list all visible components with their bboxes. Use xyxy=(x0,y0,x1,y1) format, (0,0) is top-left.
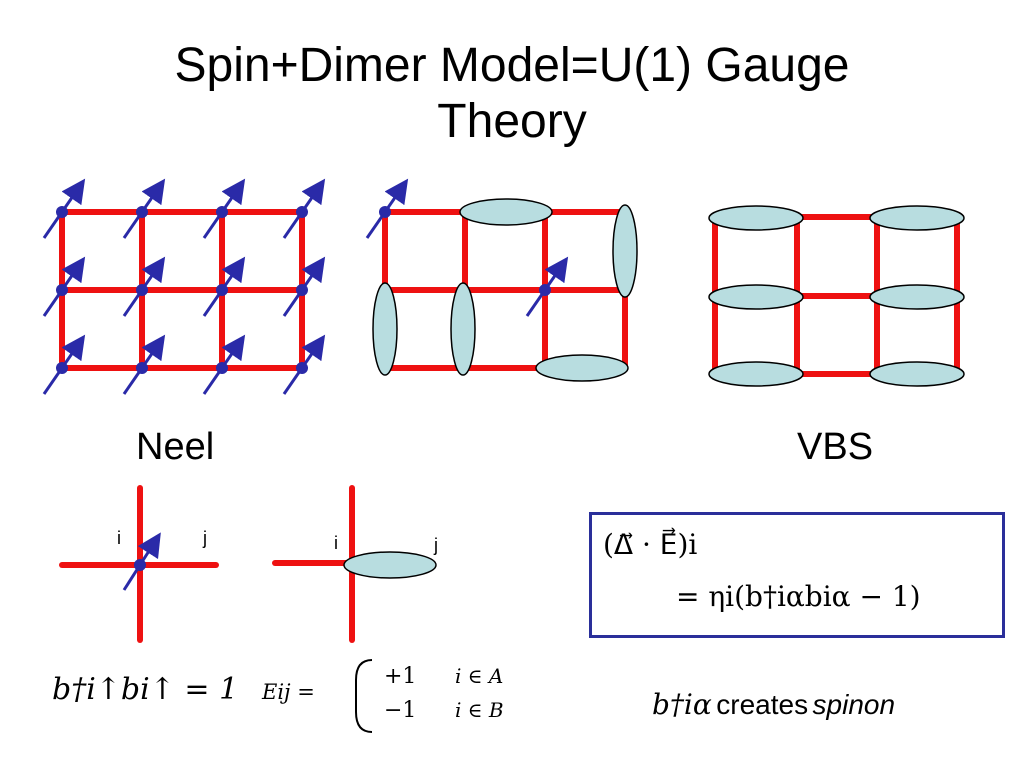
title-line-2: Theory xyxy=(437,95,587,148)
spin-site-dot xyxy=(134,559,146,571)
dimer-site-cross xyxy=(272,485,355,643)
dimer-site-ellipse xyxy=(343,551,437,579)
slide-title: Spin+Dimer Model=U(1) Gauge Theory xyxy=(0,38,1024,150)
vbs-label: VBS xyxy=(797,426,874,468)
site-j-label-1: j xyxy=(203,528,207,548)
neel-label: Neel xyxy=(136,426,215,468)
spinon-text: creates xyxy=(716,689,809,720)
eij-row1-condition: i ∈ A xyxy=(455,664,504,688)
gauss-law-line2: = ηi(b†iαbiα − 1) xyxy=(676,580,921,613)
spinon-emphasis: spinon xyxy=(812,689,896,720)
title-line-1: Spin+Dimer Model=U(1) Gauge xyxy=(174,39,850,92)
eij-row2-condition: i ∈ B xyxy=(455,698,504,722)
spinon-caption: b†iα creates spinon xyxy=(652,688,895,721)
site-i-label-2: i xyxy=(334,533,338,553)
eij-lhs: Eij = xyxy=(262,680,315,704)
site-j-label-2: j xyxy=(434,535,438,555)
eij-row2-value: −1 xyxy=(384,698,417,723)
eij-row1-value: +1 xyxy=(384,664,417,689)
mixed-sites xyxy=(379,206,551,296)
neel-sites xyxy=(56,206,308,374)
mixed-lattice xyxy=(382,209,628,371)
gauss-law-line1: (Δ⃗ · E⃗)i xyxy=(603,528,698,561)
vbs-dimers xyxy=(708,205,965,387)
constraint-equation: b†i↑bi↑ = 1 xyxy=(52,672,239,707)
gauss-law-box xyxy=(589,512,1005,638)
spinon-operator: b†iα xyxy=(652,688,712,721)
eij-brace xyxy=(355,659,373,733)
neel-lattice xyxy=(59,209,305,371)
site-i-label-1: i xyxy=(117,528,121,548)
mixed-dimers xyxy=(372,198,638,382)
